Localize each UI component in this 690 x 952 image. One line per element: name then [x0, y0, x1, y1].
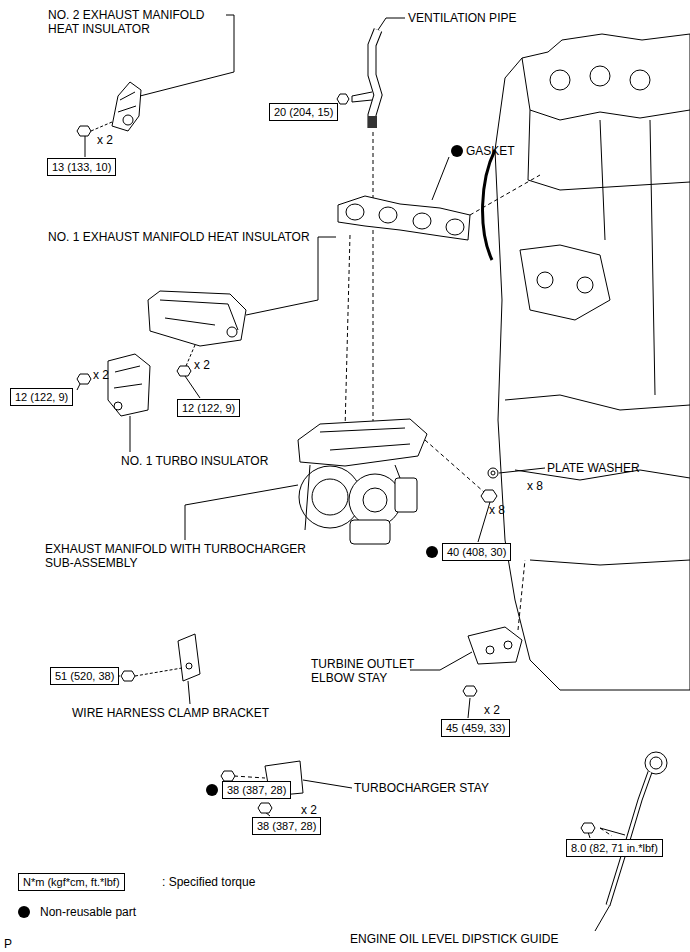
engine-block — [483, 34, 690, 690]
torque-value: 45 (459, 33) — [446, 722, 505, 734]
quantity: x 2 — [97, 133, 113, 147]
plate-washer-nut — [481, 468, 498, 502]
quantity: x 8 — [489, 503, 505, 517]
part-label: NO. 1 EXHAUST MANIFOLD HEAT INSULATOR — [48, 230, 310, 244]
torque-value: 13 (133, 10) — [52, 161, 111, 173]
gasket — [338, 196, 470, 240]
quantity: x 8 — [527, 479, 543, 493]
leader-lines — [77, 15, 610, 931]
torque-value: 12 (122, 9) — [182, 402, 235, 414]
torque-box: 40 (408, 30) — [442, 543, 511, 561]
torque-value: N*m (kgf*cm, ft.*lbf) — [23, 876, 120, 888]
no1-heat-insulator — [148, 291, 246, 376]
torque-box: 45 (459, 33) — [441, 719, 510, 737]
part-label: EXHAUST MANIFOLD WITH TURBOCHARGER SUB-A… — [45, 542, 323, 570]
torque-box: 8.0 (82, 71 in.*lbf) — [566, 839, 663, 857]
part-label: WIRE HARNESS CLAMP BRACKET — [72, 706, 269, 720]
torque-value: 38 (387, 28) — [257, 820, 316, 832]
part-label: GASKET — [466, 144, 515, 158]
torque-box: 12 (122, 9) — [177, 399, 240, 417]
torque-value: 51 (520, 38) — [55, 670, 114, 682]
dipstick-guide — [581, 752, 667, 905]
part-label: TURBINE OUTLET ELBOW STAY — [311, 657, 429, 685]
ventilation-pipe — [337, 30, 378, 128]
part-label: NO. 1 TURBO INSULATOR — [121, 454, 268, 468]
torque-value: 38 (387, 28) — [227, 784, 286, 796]
non-reusable-marks — [18, 145, 463, 918]
part-label: NO. 2 EXHAUST MANIFOLD HEAT INSULATOR — [48, 8, 226, 36]
quantity: x 2 — [484, 703, 500, 717]
torque-value: 12 (122, 9) — [15, 391, 68, 403]
unit-box: N*m (kgf*cm, ft.*lbf) — [18, 873, 125, 891]
torque-box: 38 (387, 28) — [222, 781, 291, 799]
torque-box: 38 (387, 28) — [252, 817, 321, 835]
part-label: : Specified torque — [162, 875, 255, 889]
manifold-turbocharger — [298, 419, 427, 544]
part-label: ENGINE OIL LEVEL DIPSTICK GUIDE — [350, 932, 559, 946]
part-label: P — [4, 937, 12, 951]
no2-heat-insulator — [77, 82, 141, 136]
torque-value: 20 (204, 15) — [274, 106, 333, 118]
quantity: x 2 — [93, 368, 109, 382]
torque-box: 51 (520, 38) — [50, 667, 119, 685]
no1-turbo-insulator — [77, 354, 150, 416]
part-label: TURBOCHARGER STAY — [354, 781, 489, 795]
torque-box: 20 (204, 15) — [269, 103, 338, 121]
torque-value: 8.0 (82, 71 in.*lbf) — [571, 842, 658, 854]
wire-harness-clamp-bracket — [121, 634, 200, 681]
turbine-outlet-elbow-stay — [463, 627, 522, 696]
part-label: PLATE WASHER — [547, 461, 640, 475]
turbocharger-stay — [221, 761, 303, 813]
torque-value: 40 (408, 30) — [447, 546, 506, 558]
legend-text: Non-reusable part — [40, 905, 136, 919]
quantity: x 2 — [194, 358, 210, 372]
quantity: x 2 — [301, 803, 317, 817]
torque-box: 12 (122, 9) — [10, 388, 73, 406]
part-label: VENTILATION PIPE — [408, 11, 516, 25]
torque-box: 13 (133, 10) — [47, 158, 116, 176]
